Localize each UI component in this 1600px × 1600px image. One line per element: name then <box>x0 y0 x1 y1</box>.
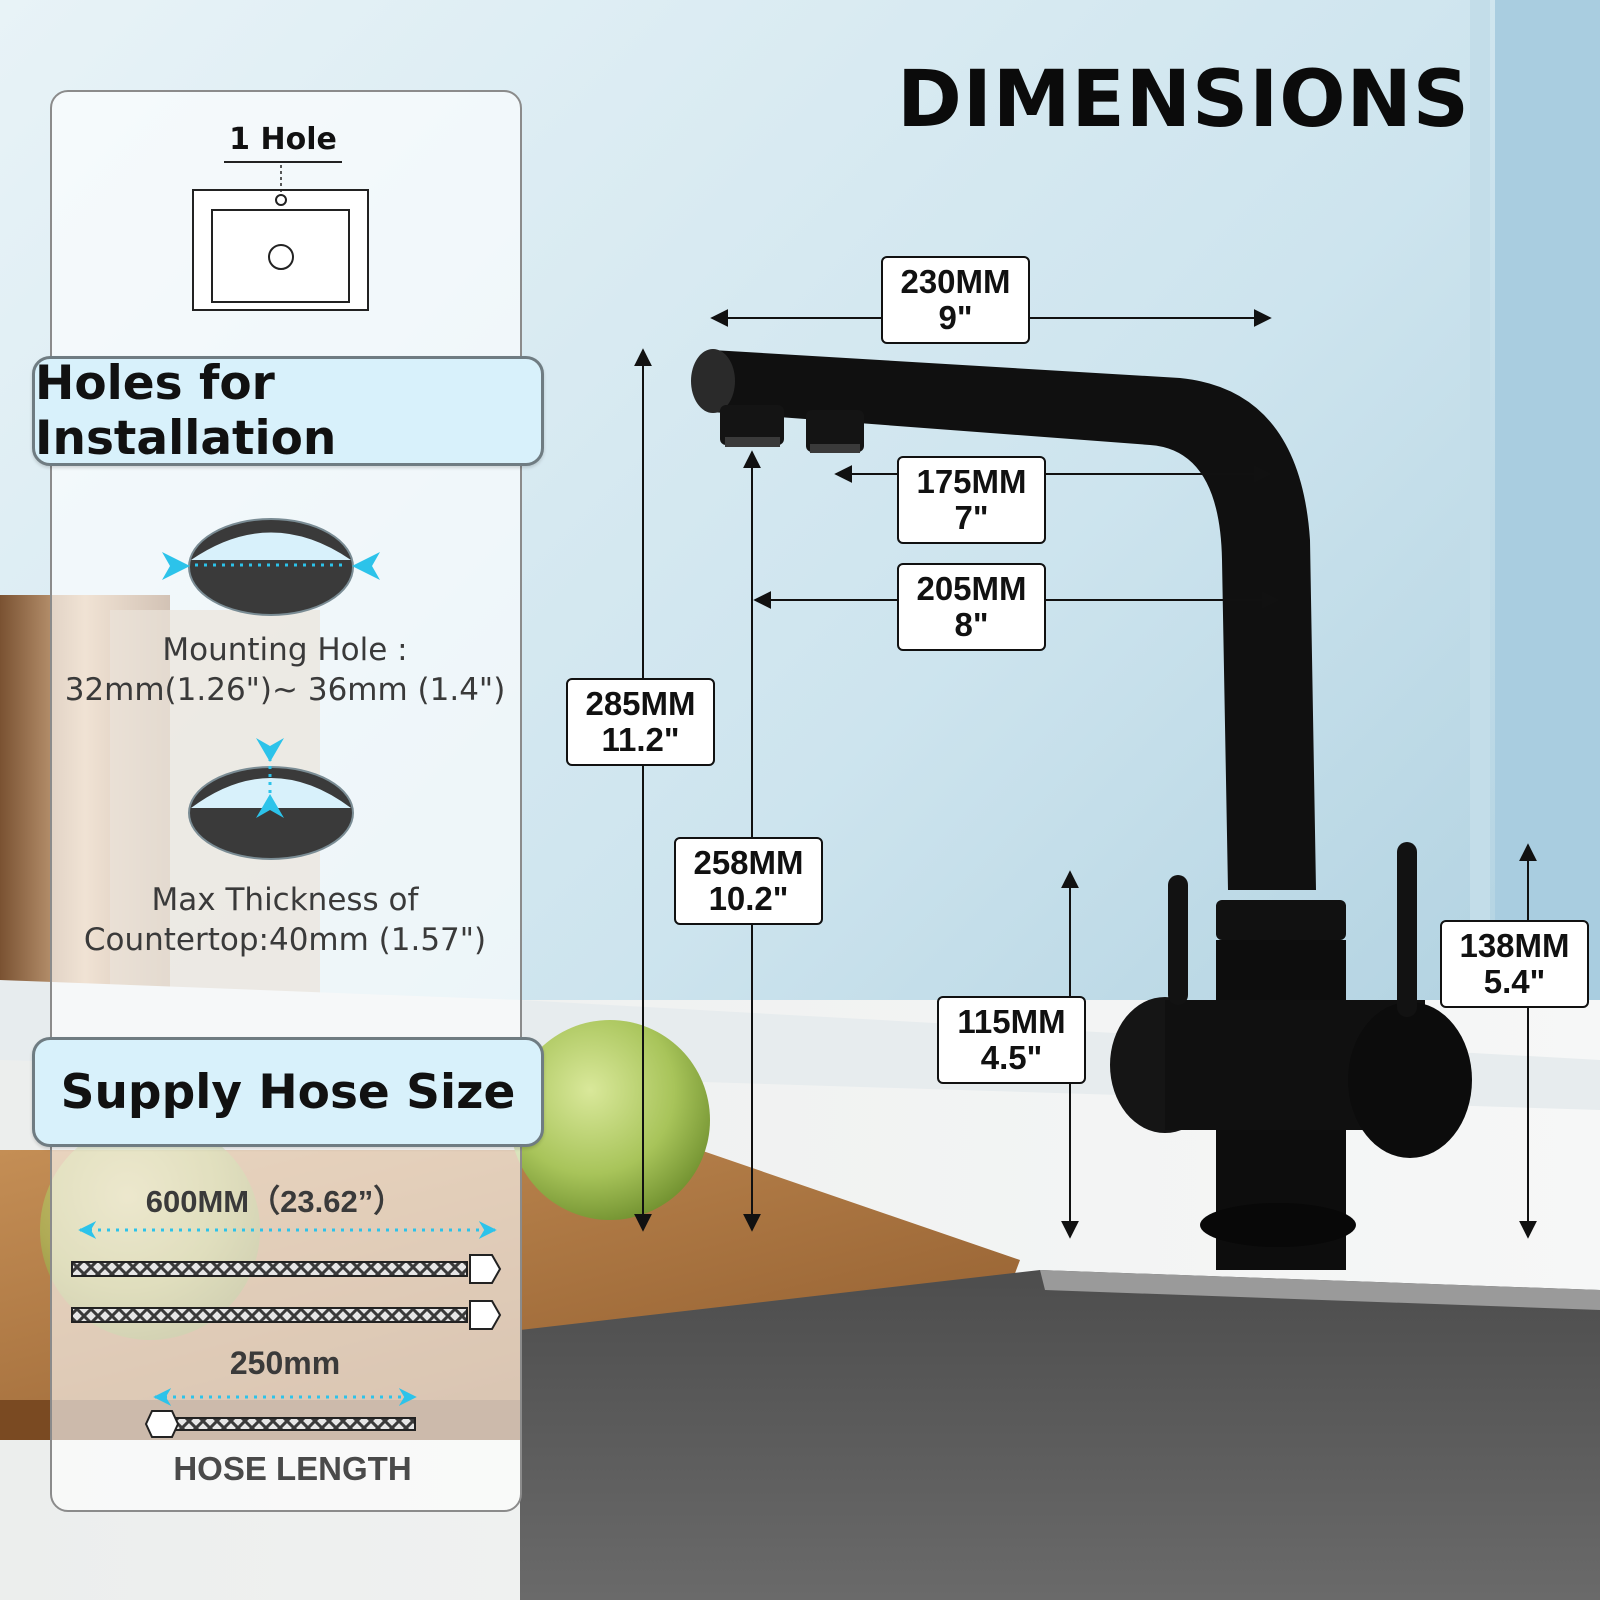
dimension-outlet-to-body: 175MM 7" <box>897 456 1046 544</box>
dimension-inch: 10.2" <box>708 880 789 917</box>
dimension-mm: 205MM <box>916 570 1027 607</box>
mounting-hole-text: Mounting Hole : 32mm(1.26")~ 36mm (1.4") <box>64 632 506 708</box>
dimension-inch: 11.2" <box>601 721 680 758</box>
supply-hose-header: Supply Hose Size <box>32 1037 544 1147</box>
dimension-total-height: 285MM 11.2" <box>566 678 715 766</box>
one-hole-label: 1 Hole <box>229 122 337 157</box>
dimension-mm: 258MM <box>693 844 804 881</box>
dimension-mm: 115MM <box>957 1003 1066 1040</box>
dimension-handle-height-right: 138MM 5.4" <box>1440 920 1589 1008</box>
dimension-handle-height-left: 115MM 4.5" <box>937 996 1086 1084</box>
holes-installation-header: Holes for Installation <box>32 356 544 466</box>
dimension-inch: 9" <box>938 299 973 336</box>
dimension-spout-length: 230MM 9" <box>881 256 1030 344</box>
dimension-inch: 5.4" <box>1483 963 1546 1000</box>
dimension-outlet-height: 258MM 10.2" <box>674 837 823 925</box>
dimension-mm: 285MM <box>585 685 696 722</box>
dimension-mm: 175MM <box>916 463 1027 500</box>
countertop-thickness-text: Max Thickness of Countertop:40mm (1.57") <box>83 882 487 958</box>
dimension-mm: 230MM <box>900 263 1011 300</box>
dimension-inch: 7" <box>954 499 989 536</box>
hose-length-caption: HOSE LENGTH <box>173 1450 412 1487</box>
hose-long-length: 600MM（23.62”） <box>145 1184 405 1219</box>
dimension-inch: 8" <box>954 606 989 643</box>
hose-short-length: 250mm <box>229 1345 341 1381</box>
dimension-mm: 138MM <box>1459 927 1570 964</box>
page-title: DIMENSIONS <box>897 55 1470 145</box>
dimension-reach: 205MM 8" <box>897 563 1046 651</box>
dimension-inch: 4.5" <box>980 1039 1043 1076</box>
